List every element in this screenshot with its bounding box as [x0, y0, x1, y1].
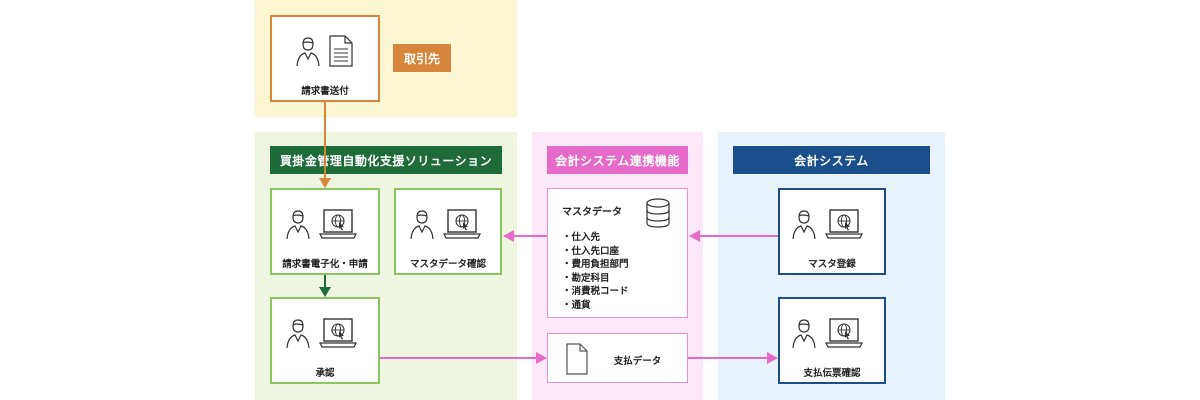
- voucher-check-box: 支払伝票確認: [778, 297, 886, 384]
- person-icon: [286, 319, 310, 349]
- invoice-send-box: 請求書送付: [270, 15, 380, 102]
- digitize-label: 請求書電子化・申請: [282, 259, 368, 270]
- laptop-globe-icon: [825, 318, 863, 348]
- voucher-check-label: 支払伝票確認: [803, 368, 861, 379]
- payment-data-label: 支払データ: [613, 356, 662, 367]
- link-header: 会計システム連携機能: [547, 146, 688, 174]
- arrow-approval-to-payment: [380, 352, 547, 364]
- approval-label: 承認: [315, 368, 335, 379]
- arrow-payment-to-voucher: [688, 352, 778, 364]
- database-icon: [646, 198, 670, 228]
- master-register-box: マスタ登録: [778, 188, 886, 275]
- supplier-badge: 取引先: [393, 44, 451, 72]
- list-item: 消費税コード: [562, 285, 629, 299]
- approval-box: 承認: [270, 297, 380, 384]
- person-icon: [792, 319, 816, 349]
- person-icon: [286, 210, 310, 240]
- master-check-label: マスタデータ確認: [409, 259, 486, 270]
- arrow-register-to-master-data: [689, 230, 778, 242]
- person-icon: [792, 210, 816, 240]
- invoice-send-label: 請求書送付: [301, 86, 349, 97]
- person-icon: [410, 210, 434, 240]
- list-item: 仕入先: [562, 231, 629, 245]
- arrow-digitize-to-approval: [319, 275, 331, 297]
- arrow-master-data-to-check: [503, 230, 547, 242]
- master-register-label: マスタ登録: [808, 259, 856, 270]
- master-data-box: マスタデータ 仕入先 仕入先口座 費用負担部門 勘定科目 消費税コード 通貨: [547, 188, 688, 318]
- list-item: 仕入先口座: [562, 245, 629, 259]
- laptop-globe-icon: [319, 209, 357, 239]
- list-item: 勘定科目: [562, 272, 629, 286]
- laptop-globe-icon: [443, 209, 481, 239]
- payment-data-box: 支払データ: [547, 333, 688, 383]
- master-data-list: 仕入先 仕入先口座 費用負担部門 勘定科目 消費税コード 通貨: [562, 231, 629, 312]
- person-icon: [296, 37, 320, 67]
- document-icon: [329, 35, 353, 67]
- document-icon: [566, 343, 588, 375]
- digitize-box: 請求書電子化・申請: [270, 188, 380, 275]
- laptop-globe-icon: [825, 209, 863, 239]
- solution-header: 買掛金管理自動化支援ソリューション: [270, 146, 502, 174]
- master-data-title: マスタデータ: [562, 207, 622, 218]
- list-item: 費用負担部門: [562, 258, 629, 272]
- accounting-header: 会計システム: [733, 146, 930, 174]
- arrow-invoice-to-digitize: [319, 102, 331, 188]
- list-item: 通貨: [562, 299, 629, 313]
- laptop-globe-icon: [319, 318, 357, 348]
- master-check-box: マスタデータ確認: [394, 188, 502, 275]
